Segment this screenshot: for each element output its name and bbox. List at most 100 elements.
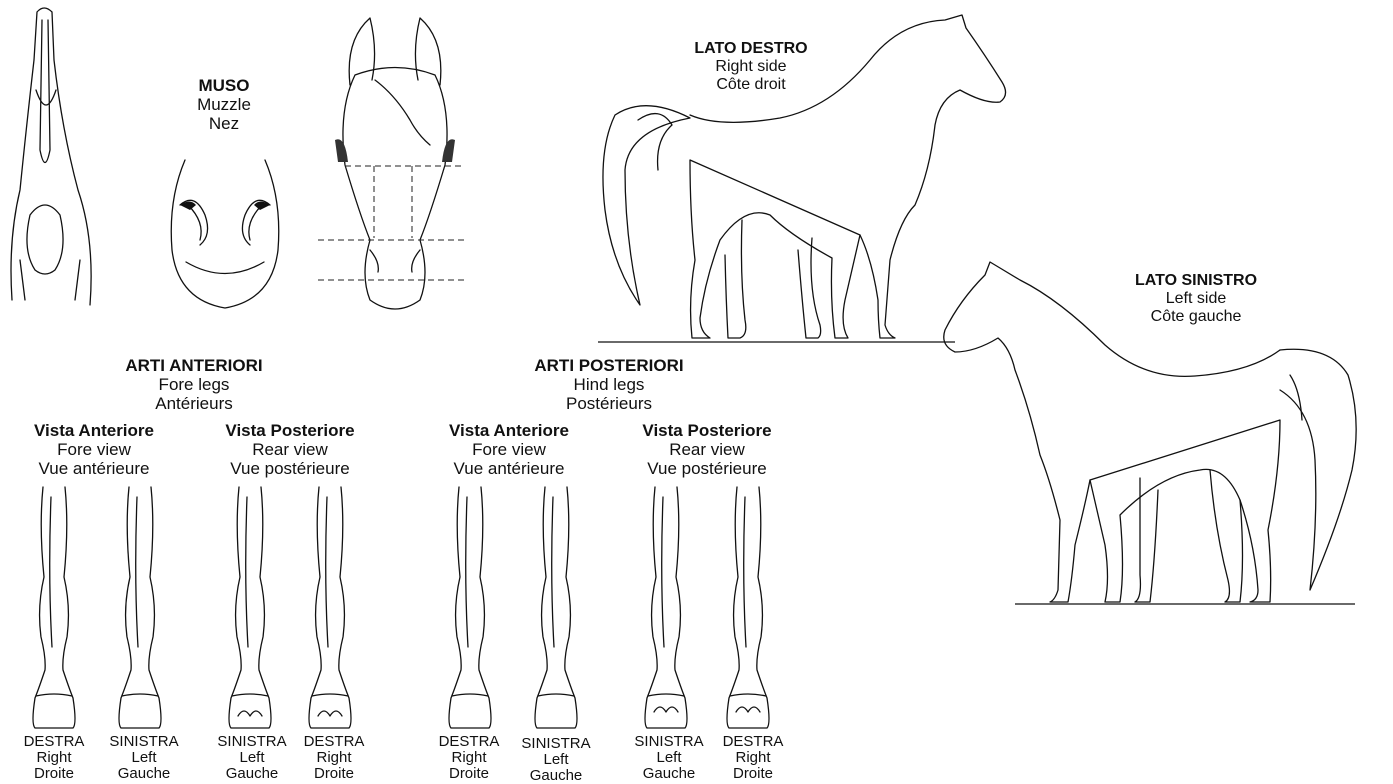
fore-rear-view-en: Rear view [225, 440, 354, 459]
coronet-line [312, 694, 348, 696]
hind-leg-caption-fr: Droite [439, 766, 500, 782]
muzzle-title: MUSO [197, 76, 251, 95]
leg-outline [33, 487, 75, 728]
coronet-line [452, 694, 488, 696]
heel-bulb-mark [654, 707, 678, 712]
fore-leg-caption: SINISTRA Left Gauche [109, 734, 178, 781]
hind-leg-caption-en: Left [634, 750, 703, 766]
fore-legs-en: Fore legs [125, 375, 262, 394]
right-side-fr: Côte droit [694, 76, 807, 94]
tendon-line [50, 497, 52, 647]
hind-rear-view-title: Vista Posteriore [642, 421, 771, 440]
fore-leg-caption: DESTRA Right Droite [304, 734, 365, 781]
leg-outline [449, 487, 491, 728]
hind-leg-caption-it: SINISTRA [634, 734, 703, 750]
left-side-en: Left side [1135, 290, 1257, 308]
coronet-line [730, 694, 766, 696]
fore-rear-view-fr: Vue postérieure [225, 459, 354, 478]
fore-rear-view-title: Vista Posteriore [225, 421, 354, 440]
fore-leg-caption-it: SINISTRA [109, 734, 178, 750]
muzzle-drawing [171, 160, 279, 308]
hind-leg-caption-it: DESTRA [439, 734, 500, 750]
coronet-line [36, 694, 72, 696]
fore-leg-caption: SINISTRA Left Gauche [217, 734, 286, 781]
right-side-title: LATO DESTRO [694, 40, 807, 58]
leg-outline [535, 487, 577, 728]
leg-outline [645, 487, 687, 728]
left-side-label: LATO SINISTRO Left side Côte gauche [1135, 272, 1257, 326]
fore-front-view-label: Vista Anteriore Fore view Vue antérieure [34, 421, 154, 478]
fore-leg-caption-fr: Gauche [109, 766, 178, 782]
coronet-line [232, 694, 268, 696]
left-side-title: LATO SINISTRO [1135, 272, 1257, 290]
right-side-label: LATO DESTRO Right side Côte droit [694, 40, 807, 94]
hind-front-view-label: Vista Anteriore Fore view Vue antérieure [449, 421, 569, 478]
hind-legs-label: ARTI POSTERIORI Hind legs Postérieurs [534, 356, 683, 413]
tendon-line [246, 497, 248, 647]
right-side-en: Right side [694, 58, 807, 76]
hind-rear-view-label: Vista Posteriore Rear view Vue postérieu… [642, 421, 771, 478]
hind-rear-view-en: Rear view [642, 440, 771, 459]
hind-leg-caption: SINISTRA Left Gauche [634, 734, 703, 781]
leg-outline [727, 487, 769, 728]
fore-leg-caption-fr: Gauche [217, 766, 286, 782]
fore-front-view-title: Vista Anteriore [34, 421, 154, 440]
heel-bulb-mark [736, 707, 760, 712]
coronet-line [538, 694, 574, 696]
hind-legs-title: ARTI POSTERIORI [534, 356, 683, 375]
hind-leg-caption-fr: Gauche [634, 766, 703, 782]
fore-legs-label: ARTI ANTERIORI Fore legs Antérieurs [125, 356, 262, 413]
muzzle-fr: Nez [197, 114, 251, 133]
tendon-line [466, 497, 468, 647]
fore-legs-drawings [33, 487, 760, 728]
hind-leg-caption-it: DESTRA [723, 734, 784, 750]
leg-outline [309, 487, 351, 728]
hind-front-view-en: Fore view [449, 440, 569, 459]
hind-legs-fr: Postérieurs [534, 394, 683, 413]
muzzle-label: MUSO Muzzle Nez [197, 76, 251, 133]
hind-legs-drawings [449, 487, 769, 728]
leg-outline [229, 487, 271, 728]
hind-leg-caption: DESTRA Right Droite [439, 734, 500, 781]
head-front-view [318, 18, 465, 309]
fore-leg-caption-fr: Droite [24, 766, 85, 782]
fore-front-view-en: Fore view [34, 440, 154, 459]
hind-leg-caption: SINISTRA Left Gauche [521, 736, 590, 783]
heel-bulb-mark [238, 711, 262, 716]
hind-leg-caption-en: Right [439, 750, 500, 766]
left-side-fr: Côte gauche [1135, 308, 1257, 326]
tendon-line [136, 497, 138, 647]
tendon-line [662, 497, 664, 647]
heel-bulb-mark [318, 711, 342, 716]
fore-leg-caption-it: DESTRA [304, 734, 365, 750]
hind-legs-en: Hind legs [534, 375, 683, 394]
hind-leg-caption-en: Left [521, 752, 590, 768]
fore-rear-view-label: Vista Posteriore Rear view Vue postérieu… [225, 421, 354, 478]
muzzle-en: Muzzle [197, 95, 251, 114]
fore-leg-caption-it: SINISTRA [217, 734, 286, 750]
fore-leg-caption: DESTRA Right Droite [24, 734, 85, 781]
hind-leg-caption-en: Right [723, 750, 784, 766]
coronet-line [122, 694, 158, 696]
hind-front-view-fr: Vue antérieure [449, 459, 569, 478]
fore-front-view-fr: Vue antérieure [34, 459, 154, 478]
coronet-line [648, 694, 684, 696]
hind-leg-caption-it: SINISTRA [521, 736, 590, 752]
fore-leg-caption-en: Right [304, 750, 365, 766]
hind-leg-caption-fr: Droite [723, 766, 784, 782]
head-top-view [11, 8, 91, 305]
fore-leg-caption-en: Right [24, 750, 85, 766]
fore-leg-caption-it: DESTRA [24, 734, 85, 750]
fore-legs-fr: Antérieurs [125, 394, 262, 413]
hind-leg-caption: DESTRA Right Droite [723, 734, 784, 781]
fore-leg-caption-fr: Droite [304, 766, 365, 782]
hind-rear-view-fr: Vue postérieure [642, 459, 771, 478]
leg-outline [119, 487, 161, 728]
fore-leg-caption-en: Left [109, 750, 178, 766]
fore-legs-title: ARTI ANTERIORI [125, 356, 262, 375]
fore-leg-caption-en: Left [217, 750, 286, 766]
tendon-line [552, 497, 554, 647]
tendon-line [744, 497, 746, 647]
hind-front-view-title: Vista Anteriore [449, 421, 569, 440]
tendon-line [326, 497, 328, 647]
